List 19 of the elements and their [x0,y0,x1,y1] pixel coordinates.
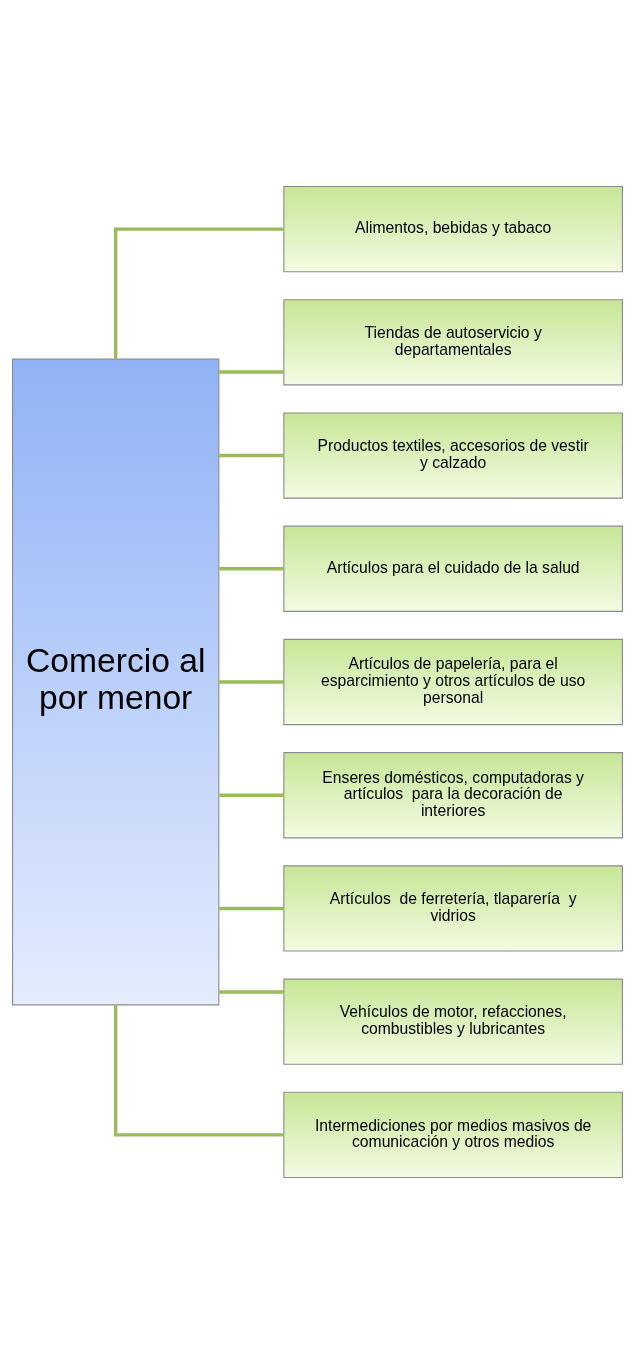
connector [219,679,284,684]
connector [219,793,284,797]
connector [219,453,284,457]
node-box: Artículos de ferretería, tlaparería y vidrios [283,864,623,952]
connector [219,989,284,994]
node-box: Artículos de papelería, para el esparcimiento y otros artículos de uso personal [283,638,623,725]
connector [114,1004,284,1137]
connector [219,369,284,374]
node-box: Comercio al por menor [12,358,220,1005]
node-box: Tiendas de autoservicio y departamentales [283,298,623,385]
node-box: Intermediciones por medios masivos de comunicación y otros medios [283,1091,623,1178]
connector [219,566,284,570]
node-box: Artículos para el cuidado de la salud [283,525,623,612]
node-box: Vehículos de motor, refacciones, combustibles y lubricantes [283,978,623,1065]
node-box: Productos textiles, accesorios de vestir y calzado [283,411,623,499]
node-box: Alimentos, bebidas y tabaco [283,185,623,272]
connector [219,906,284,910]
node-box: Enseres domésticos, computadoras y artículos para la decoración de interiores [283,751,623,838]
connector [114,226,284,359]
